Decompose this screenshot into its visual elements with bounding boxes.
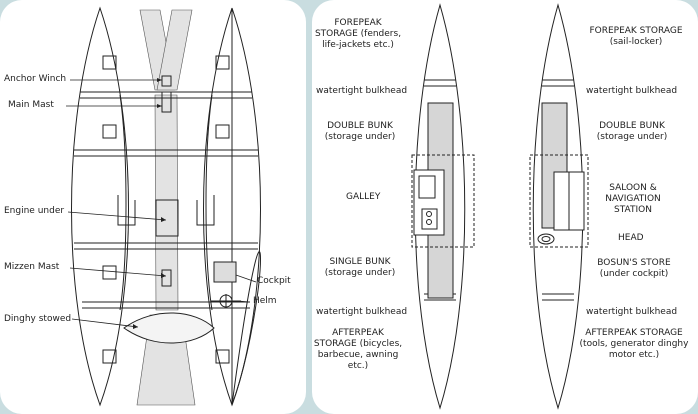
- toilet-icon: [537, 233, 555, 245]
- hull-b-bulkhead-bottom-label: watertight bulkhead: [586, 307, 678, 317]
- hull-b-head-label: HEAD: [618, 233, 644, 243]
- mizzen-mast-label: Mizzen Mast: [4, 262, 60, 272]
- starboard-hull: [203, 7, 261, 407]
- anchor-winch-label: Anchor Winch: [4, 74, 67, 84]
- hull-b-bosuns-store-label: BOSUN'S STORE (under cockpit): [597, 258, 671, 279]
- dinghy-stowed-label: Dinghy stowed: [4, 314, 72, 324]
- dinghy-icon: [123, 312, 215, 344]
- engine-hatch-icon: [155, 199, 179, 237]
- hull-interior-drawing: [411, 3, 589, 410]
- hull-a-afterpeak-label: AFTERPEAK STORAGE (bicycles, barbecue, a…: [313, 328, 403, 371]
- hull-b-double-bunk-label: DOUBLE BUNK (storage under): [596, 121, 668, 142]
- hull-b-afterpeak-label: AFTERPEAK STORAGE (tools, generator ding…: [579, 328, 689, 360]
- deck-plan-panel: Anchor Winch Main Mast Engine under Mizz…: [0, 0, 306, 414]
- helm-icon: [211, 294, 241, 308]
- stove-icon: [421, 208, 438, 230]
- hull-a-forepeak-label: FOREPEAK STORAGE (fenders, life-jackets …: [314, 18, 402, 50]
- hull-interior-panel: FOREPEAK STORAGE (fenders, life-jackets …: [312, 0, 698, 414]
- hull-b-outline: [532, 3, 584, 410]
- main-mast-icon: [161, 91, 172, 113]
- hull-a-single-bunk-label: SINGLE BUNK (storage under): [324, 257, 396, 278]
- hull-b-forepeak-label: FOREPEAK STORAGE (sail-locker): [589, 26, 683, 47]
- main-mast-label: Main Mast: [8, 100, 54, 110]
- hull-a-galley-label: GALLEY: [346, 192, 381, 202]
- hull-b-saloon-label: SALOON & NAVIGATION STATION: [605, 183, 661, 215]
- mizzen-mast-icon: [161, 269, 172, 287]
- anchor-winch-icon: [161, 75, 172, 87]
- hull-a-outline: [414, 3, 466, 410]
- deck-plan-drawing: [66, 6, 261, 407]
- hull-a-double-bunk-label: DOUBLE BUNK (storage under): [324, 121, 396, 142]
- hull-a-bulkhead-top-label: watertight bulkhead: [316, 86, 408, 96]
- cockpit-label: Cockpit: [257, 276, 291, 286]
- hull-a-bulkhead-bottom-label: watertight bulkhead: [316, 307, 408, 317]
- port-hull: [71, 6, 129, 407]
- cockpit-icon: [213, 261, 237, 283]
- hull-b-bulkhead-top-label: watertight bulkhead: [586, 86, 678, 96]
- engine-under-label: Engine under: [4, 206, 65, 216]
- sink-icon: [418, 175, 436, 199]
- helm-label: Helm: [253, 296, 277, 306]
